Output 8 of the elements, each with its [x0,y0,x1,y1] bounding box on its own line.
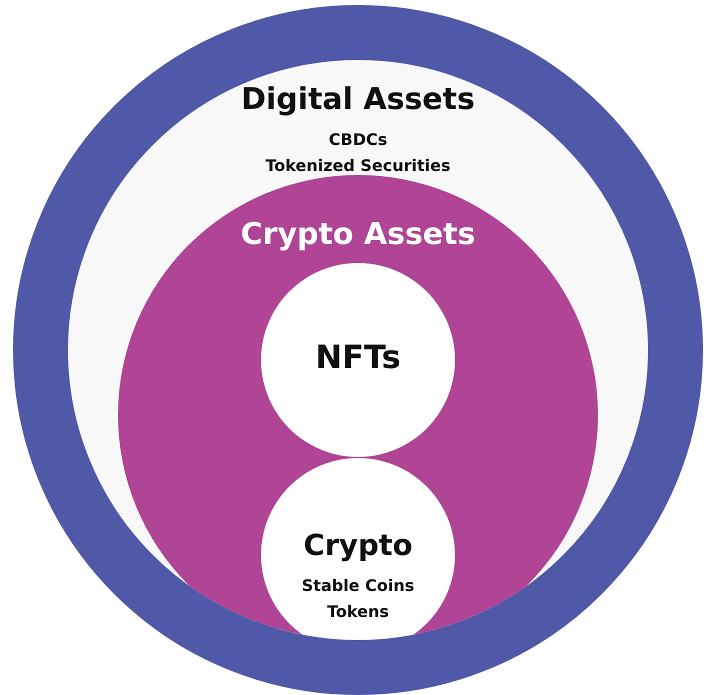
list-item: Tokenized Securities [265,156,451,175]
heading: NFTs [315,338,401,376]
list-item: Tokens [327,602,389,621]
heading: Crypto [303,528,413,562]
list-item: CBDCs [328,130,388,149]
heading: Crypto Assets [240,217,476,252]
list-item: Stable Coins [302,576,414,595]
heading: Digital Assets [241,82,475,117]
